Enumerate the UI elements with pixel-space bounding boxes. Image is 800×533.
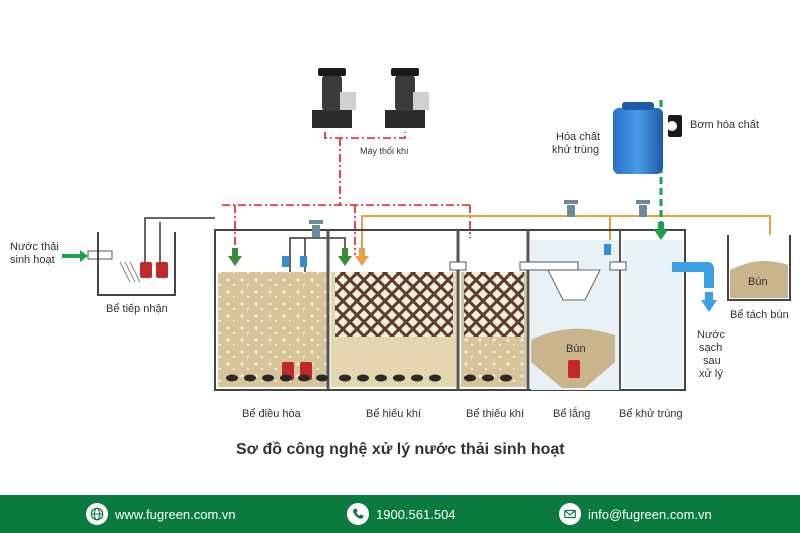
weir <box>449 261 467 271</box>
diffuser <box>357 374 369 382</box>
main-tank-wall <box>214 229 686 391</box>
inlet-arrow <box>62 250 88 262</box>
diffuser <box>316 374 328 382</box>
anoxic-tank <box>461 230 530 390</box>
settling-tank-label: Bể lắng <box>553 407 590 420</box>
inlet-label-line2: sinh hoạt <box>10 254 55 266</box>
phone-icon <box>347 503 369 525</box>
air-blower <box>385 68 429 128</box>
chemical-pump-label: Bơm hóa chất <box>690 119 759 131</box>
email-text[interactable]: info@fugreen.com.vn <box>588 506 712 522</box>
chemical-tank <box>613 102 663 174</box>
sludge-pump <box>568 360 580 378</box>
air-diffusers <box>226 374 512 382</box>
submersible-pump <box>156 262 168 278</box>
footer-bar: www.fugreen.com.vn 1900.561.504 info@fug… <box>0 495 800 533</box>
process-diagram: Nước thải sinh hoạt Bể tiếp nhận Bùn <box>10 68 791 458</box>
diffuser <box>500 374 512 382</box>
receiving-tank <box>97 232 176 296</box>
air-arrow-aerobic <box>338 248 352 266</box>
chemical-tank-label-line1: Hóa chất <box>556 131 600 143</box>
outlet-label-line1: Nước <box>697 329 726 341</box>
outlet-label-line2: sạch <box>699 342 722 354</box>
outlet-label-line3: sau <box>703 355 721 367</box>
footer-email[interactable]: info@fugreen.com.vn <box>559 503 712 525</box>
aerobic-tank-label: Bể hiếu khí <box>366 408 421 420</box>
valves <box>309 200 650 237</box>
disinfection-tank-label: Bể khử trùng <box>619 408 683 420</box>
diffuser <box>393 374 405 382</box>
settling-sludge-label: Bùn <box>566 343 586 355</box>
chemical-arrow <box>654 222 668 240</box>
email-icon <box>559 503 581 525</box>
anoxic-tank-label: Bể thiếu khí <box>466 408 524 420</box>
air-blower <box>312 68 356 128</box>
chemical-pump <box>667 115 682 137</box>
sludge-tank-inner-label: Bùn <box>748 276 768 288</box>
diffuser <box>298 374 310 382</box>
sludge-arrow-aerobic <box>355 248 369 266</box>
diffuser <box>262 374 274 382</box>
diffuser <box>244 374 256 382</box>
weir <box>519 261 579 271</box>
diffuser <box>429 374 441 382</box>
diffuser <box>226 374 238 382</box>
sludge-tank: Bùn <box>727 235 791 301</box>
chemical-tank-label-line2: khử trùng <box>552 144 599 156</box>
inlet-pipe <box>87 250 113 260</box>
flow-meters <box>282 244 611 267</box>
diffuser <box>464 374 476 382</box>
submersible-pump <box>140 262 152 278</box>
outlet-arrow <box>701 292 717 312</box>
footer-phone[interactable]: 1900.561.504 <box>347 503 456 525</box>
blower-label: Máy thổi khí <box>360 146 409 156</box>
sludge-tank-label: Bể tách bùn <box>730 309 789 321</box>
air-pipes <box>222 132 471 255</box>
outlet-pipe <box>672 262 714 288</box>
outlet-label-line4: xử lý <box>699 368 723 380</box>
phone-text[interactable]: 1900.561.504 <box>376 506 456 522</box>
website-text[interactable]: www.fugreen.com.vn <box>115 506 236 522</box>
diffuser <box>411 374 423 382</box>
footer-website[interactable]: www.fugreen.com.vn <box>86 503 236 525</box>
air-arrow-equalization <box>228 248 242 266</box>
disinfection-tank <box>609 240 717 388</box>
diffuser <box>375 374 387 382</box>
diffuser <box>280 374 292 382</box>
globe-icon <box>86 503 108 525</box>
receiving-tank-label: Bể tiếp nhận <box>106 303 168 315</box>
equalization-tank-label: Bể điều hòa <box>242 408 302 420</box>
diagram-title: Sơ đồ công nghệ xử lý nước thải sinh hoạ… <box>236 441 565 458</box>
diffuser <box>339 374 351 382</box>
inlet-label-line1: Nước thải <box>10 241 59 253</box>
diffuser <box>482 374 494 382</box>
aerobic-tank <box>331 230 460 390</box>
